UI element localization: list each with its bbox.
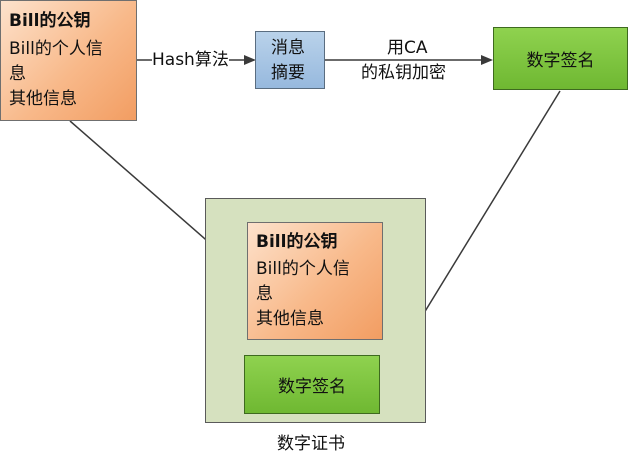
certificate-bill-public-key-label: Bill的公钥: [256, 232, 338, 252]
digital-signature-box-top: 数字签名: [493, 27, 628, 90]
bill-public-key-label: Bill的公钥: [9, 11, 91, 31]
digital-certificate-caption: 数字证书: [277, 433, 345, 455]
certificate-other-info-label: 其他信息: [256, 309, 324, 329]
certificate-bill-personal-info-label-wrap: 息: [256, 284, 273, 304]
certificate-signature-label: 数字签名: [278, 377, 346, 397]
ca-encrypt-label-line1: 用CA: [387, 37, 428, 59]
message-digest-box: 消息 摘要: [255, 31, 325, 89]
ca-encrypt-label-line2: 的私钥加密: [361, 62, 446, 84]
certificate-signature-box: 数字签名: [244, 355, 380, 414]
other-info-label: 其他信息: [9, 89, 77, 109]
hash-algorithm-label: Hash算法: [152, 49, 229, 71]
bill-personal-info-label: Bill的个人信: [9, 39, 103, 59]
digital-signature-label-top: 数字签名: [526, 51, 595, 71]
bill-info-box: Bill的公钥 Bill的个人信 息 其他信息: [0, 0, 137, 121]
certificate-bill-info-box: Bill的公钥 Bill的个人信 息 其他信息: [247, 222, 383, 340]
digest-label-line1: 消息: [271, 38, 305, 58]
certificate-bill-personal-info-label: Bill的个人信: [256, 259, 350, 279]
bill-personal-info-label-wrap: 息: [9, 64, 26, 84]
digest-label-line2: 摘要: [271, 63, 305, 83]
